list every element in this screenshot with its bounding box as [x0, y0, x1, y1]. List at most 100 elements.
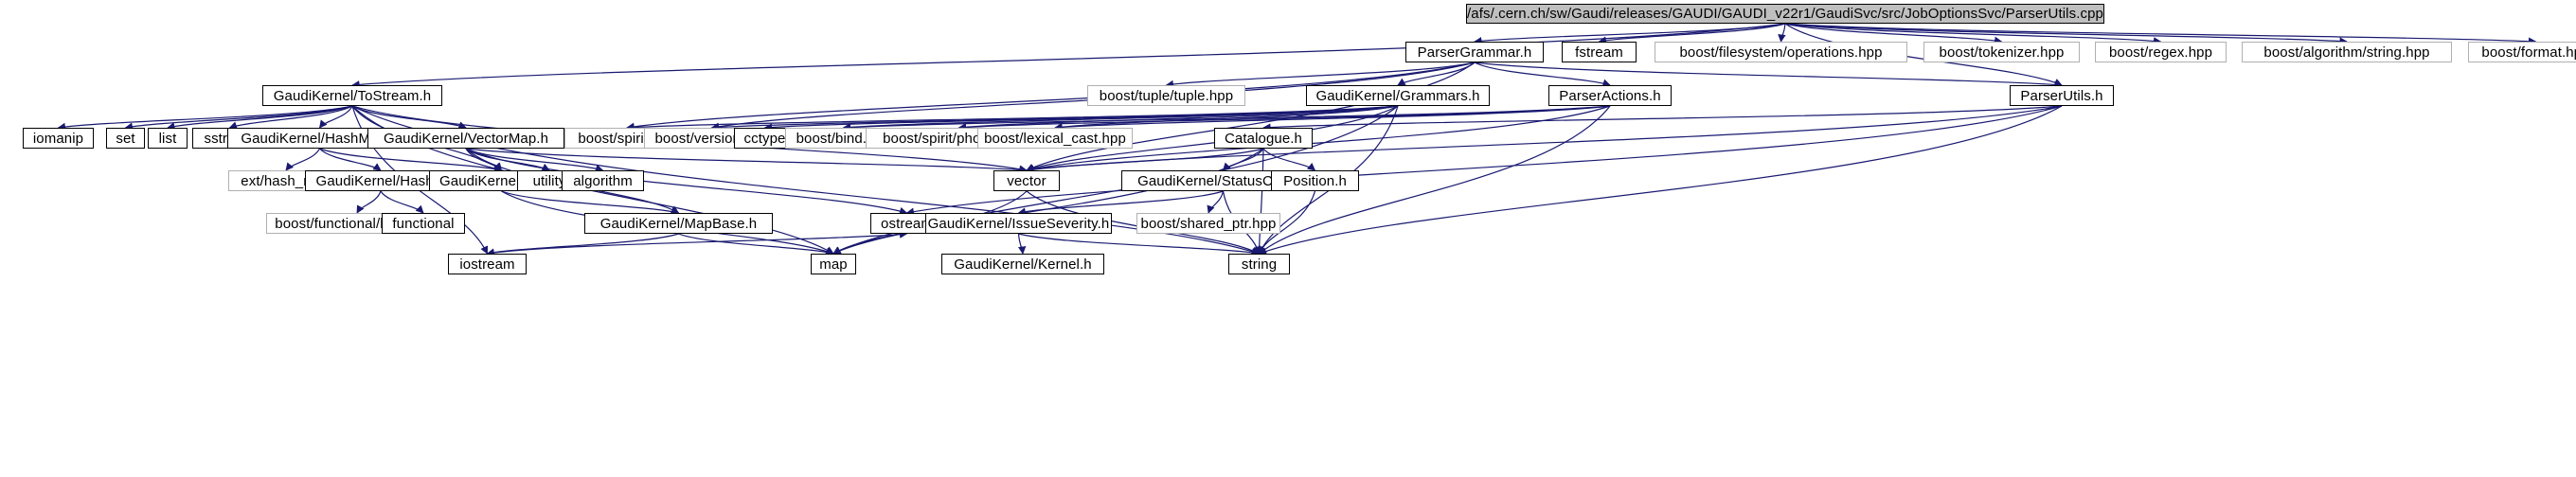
- graph-node-iostream[interactable]: iostream: [448, 254, 527, 274]
- graph-edge-vectormap-to-algorithm: [465, 148, 604, 172]
- graph-edge-root-to-format: [1784, 23, 2537, 45]
- graph-node-issueseverity[interactable]: GaudiKernel/IssueSeverity.h: [925, 213, 1112, 234]
- graph-edge-hashmap-to-exthashmap: [285, 148, 321, 171]
- graph-node-label: boost/lexical_cast.hpp: [984, 130, 1126, 147]
- graph-edge-root-to-parsergrammar: [1474, 23, 1786, 45]
- graph-node-algorithm[interactable]: algorithm: [562, 170, 644, 191]
- graph-edge-grammars-to-lexical: [1054, 105, 1399, 132]
- graph-node-label: fstream: [1575, 44, 1623, 61]
- graph-node-label: algorithm: [573, 172, 633, 189]
- graph-node-parserutils[interactable]: ParserUtils.h: [2010, 85, 2114, 106]
- graph-node-string[interactable]: string: [1228, 254, 1290, 274]
- graph-node-tuple[interactable]: boost/tuple/tuple.hpp: [1087, 85, 1245, 106]
- graph-edge-parserutils-to-ostream_top: [905, 105, 2063, 216]
- graph-node-set[interactable]: set: [106, 128, 145, 149]
- graph-node-label: GaudiKernel/MapBase.h: [599, 215, 758, 232]
- graph-edge-grammars-to-phoenix: [957, 105, 1399, 132]
- graph-node-label: GaudiKernel/Grammars.h: [1315, 87, 1480, 104]
- graph-node-label: /afs/.cern.ch/sw/Gaudi/releases/GAUDI/GA…: [1467, 6, 2103, 22]
- graph-node-sharedptr[interactable]: boost/shared_ptr.hpp: [1136, 213, 1280, 234]
- graph-node-label: boost/shared_ptr.hpp: [1140, 215, 1277, 232]
- graph-node-label: ParserActions.h: [1559, 87, 1661, 104]
- graph-edge-parseractions-to-lexical: [1054, 105, 1611, 132]
- graph-node-label: string: [1241, 256, 1278, 273]
- graph-node-label: iomanip: [32, 130, 84, 147]
- graph-edge-vectormap-to-map_h: [465, 148, 503, 171]
- graph-node-position[interactable]: Position.h: [1271, 170, 1359, 191]
- graph-node-format[interactable]: boost/format.hpp: [2468, 42, 2576, 62]
- graph-edge-parsergrammar-to-tuple: [1165, 62, 1476, 89]
- graph-node-kernel[interactable]: GaudiKernel/Kernel.h: [941, 254, 1104, 274]
- graph-edge-root-to-fsops: [1778, 23, 1786, 43]
- graph-node-label: GaudiKernel/Hash.h: [315, 172, 446, 189]
- graph-node-grammars[interactable]: GaudiKernel/Grammars.h: [1306, 85, 1490, 106]
- graph-node-catalogue[interactable]: Catalogue.h: [1214, 128, 1313, 149]
- graph-edge-grammars-to-spirit: [626, 105, 1399, 132]
- graph-node-label: GaudiKernel/VectorMap.h: [383, 130, 549, 147]
- graph-node-label: boost/format.hpp: [2481, 44, 2576, 61]
- graph-node-tostream[interactable]: GaudiKernel/ToStream.h: [262, 85, 442, 106]
- graph-node-functional[interactable]: functional: [382, 213, 465, 234]
- graph-edge-issueseverity-to-string: [1018, 233, 1261, 256]
- graph-edge-grammars-to-cctype: [763, 105, 1399, 132]
- graph-edge-statuscode-to-issueseverity: [1017, 190, 1224, 216]
- graph-node-label: cctype: [743, 130, 786, 147]
- graph-edge-hash-to-funchash: [356, 190, 382, 214]
- graph-edge-parsergrammar-to-grammars: [1397, 62, 1476, 86]
- graph-node-iomanip[interactable]: iomanip: [23, 128, 94, 149]
- graph-edge-catalogue-to-map: [832, 148, 1264, 255]
- graph-node-label: boost/regex.hpp: [2108, 44, 2213, 61]
- graph-edge-mapbase-to-map: [678, 233, 834, 256]
- graph-edge-tostream-to-vectormap: [351, 105, 467, 130]
- graph-edge-iostream-to-ostream_top: [487, 230, 908, 255]
- graph-node-label: list: [158, 130, 177, 147]
- graph-edge-root-to-regex: [1784, 23, 2162, 45]
- graph-edge-parserutils-to-catalogue: [1262, 105, 2063, 132]
- graph-edge-catalogue-to-string: [1255, 148, 1264, 255]
- graph-node-label: iostream: [459, 256, 515, 273]
- graph-node-label: ParserUtils.h: [2020, 87, 2103, 104]
- graph-edge-parsergrammar-to-parserutils: [1474, 62, 2063, 89]
- graph-node-map[interactable]: map: [811, 254, 856, 274]
- graph-edge-parseractions-to-phoenix: [957, 105, 1611, 132]
- graph-node-label: map: [819, 256, 848, 273]
- graph-node-label: boost/filesystem/operations.hpp: [1679, 44, 1883, 61]
- graph-edge-grammars-to-bind: [842, 105, 1399, 132]
- graph-edge-tostream-to-set: [124, 105, 353, 131]
- graph-node-list[interactable]: list: [148, 128, 188, 149]
- graph-node-label: vector: [1007, 172, 1046, 189]
- graph-edge-vectormap-to-vector: [465, 148, 1028, 174]
- graph-node-fsops[interactable]: boost/filesystem/operations.hpp: [1655, 42, 1907, 62]
- graph-edge-tostream-to-list: [167, 105, 353, 131]
- graph-node-regex[interactable]: boost/regex.hpp: [2095, 42, 2227, 62]
- graph-node-label: set: [116, 130, 135, 147]
- graph-edge-parserutils-to-vector: [1026, 105, 2063, 174]
- graph-node-label: boost/tokenizer.hpp: [1939, 44, 2065, 61]
- graph-edge-root-to-tokenizer: [1784, 23, 2003, 44]
- graph-node-label: Position.h: [1283, 172, 1347, 189]
- graph-node-label: GaudiKernel/ToStream.h: [273, 87, 432, 104]
- graph-edge-mapbase-to-iostream: [486, 233, 679, 256]
- graph-node-mapbase[interactable]: GaudiKernel/MapBase.h: [584, 213, 773, 234]
- graph-edge-hashmap-to-hash: [319, 148, 382, 171]
- graph-edge-parsergrammar-to-vector: [1026, 62, 1476, 171]
- graph-node-tokenizer[interactable]: boost/tokenizer.hpp: [1923, 42, 2080, 62]
- graph-node-algostring[interactable]: boost/algorithm/string.hpp: [2242, 42, 2452, 62]
- graph-edge-parserutils-to-string: [1258, 105, 2063, 256]
- graph-node-label: Catalogue.h: [1225, 130, 1302, 147]
- graph-node-fstream[interactable]: fstream: [1562, 42, 1637, 62]
- graph-node-label: GaudiKernel/IssueSeverity.h: [927, 215, 1110, 232]
- graph-node-root[interactable]: /afs/.cern.ch/sw/Gaudi/releases/GAUDI/GA…: [1466, 4, 2104, 24]
- graph-node-label: boost/tuple/tuple.hpp: [1099, 87, 1234, 104]
- graph-node-lexical[interactable]: boost/lexical_cast.hpp: [977, 128, 1133, 149]
- graph-node-parsergrammar[interactable]: ParserGrammar.h: [1405, 42, 1544, 62]
- graph-node-parseractions[interactable]: ParserActions.h: [1548, 85, 1672, 106]
- graph-edge-map_h-to-mapbase: [501, 190, 680, 216]
- graph-edge-hash-to-functional: [380, 190, 424, 214]
- graph-node-vectormap[interactable]: GaudiKernel/VectorMap.h: [367, 128, 564, 149]
- graph-node-vector[interactable]: vector: [993, 170, 1060, 191]
- graph-node-label: ParserGrammar.h: [1417, 44, 1532, 61]
- graph-edge-parsergrammar-to-parseractions: [1474, 62, 1611, 87]
- graph-edge-root-to-algostring: [1784, 23, 2348, 45]
